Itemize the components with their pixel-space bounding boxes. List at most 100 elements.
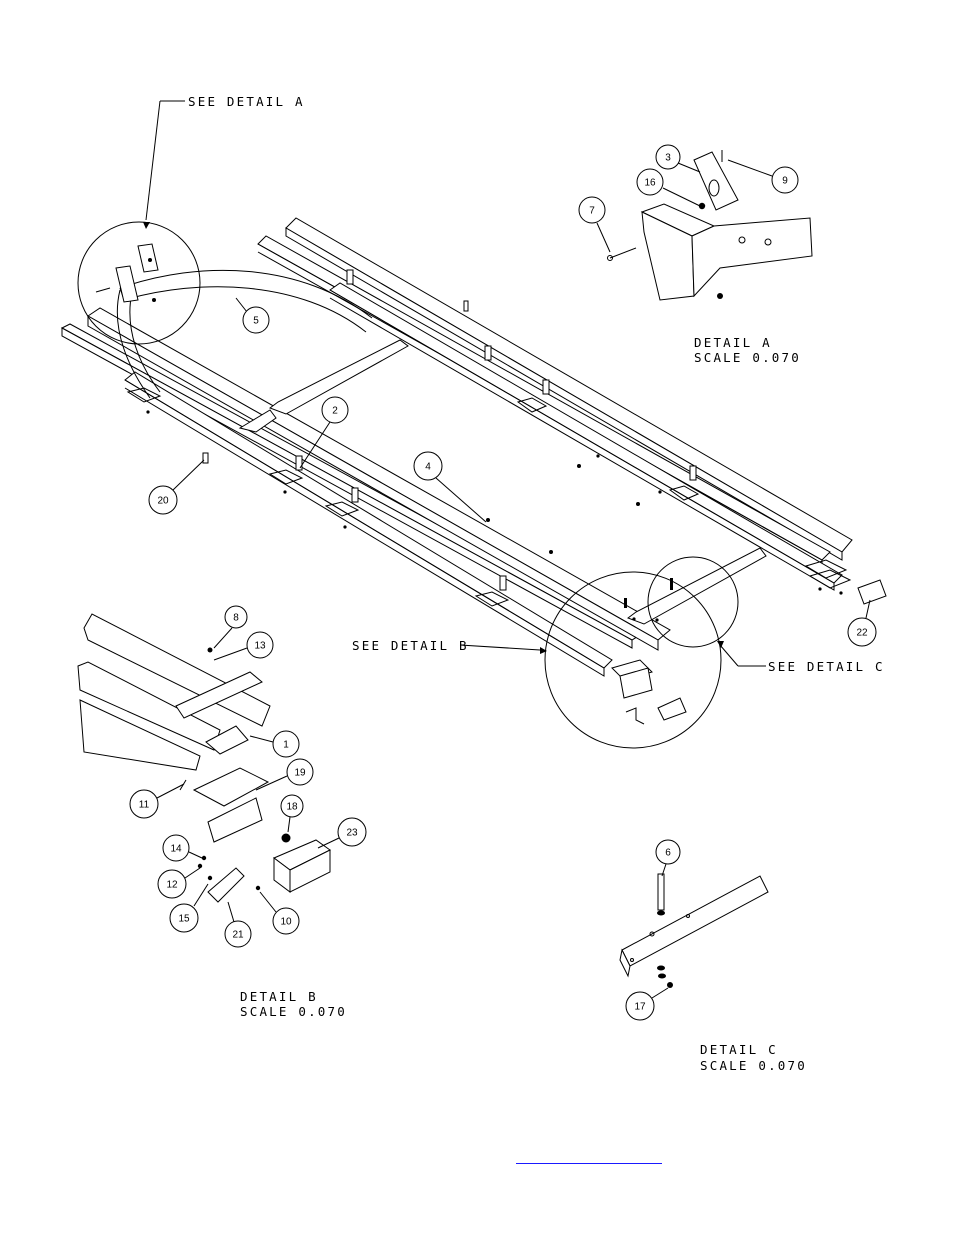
balloon-leader-12	[184, 867, 201, 879]
balloon-circle-21	[224, 920, 252, 948]
balloon-leader-10	[259, 891, 277, 913]
balloon-number-21: 21	[232, 930, 244, 941]
balloon-7: 7	[578, 196, 611, 253]
balloon-18: 18	[280, 794, 304, 833]
balloon-leader-13	[213, 647, 248, 661]
balloon-17: 17	[625, 987, 669, 1021]
balloon-leader-22	[865, 599, 871, 619]
detail-b-title: DETAIL B	[240, 989, 318, 1004]
balloon-circle-10	[272, 907, 300, 935]
balloon-6: 6	[655, 839, 681, 877]
balloon-number-19: 19	[294, 768, 306, 779]
balloon-circle-19	[286, 758, 314, 786]
detail-c-drawing	[619, 873, 769, 988]
balloon-leader-11	[156, 783, 185, 799]
balloon-15: 15	[169, 883, 209, 933]
see-detail-a-label: SEE DETAIL A	[188, 94, 305, 109]
balloon-number-3: 3	[665, 153, 671, 164]
balloon-leader-5	[235, 297, 248, 313]
detail-b-scale: SCALE 0.070	[240, 1004, 347, 1019]
balloon-leader-2	[299, 421, 331, 469]
balloon-12: 12	[157, 867, 201, 899]
balloon-circle-20	[148, 485, 178, 515]
balloon-leader-9	[727, 159, 773, 177]
balloon-circle-16	[636, 168, 664, 196]
balloon-leader-7	[596, 222, 611, 253]
balloon-number-7: 7	[589, 206, 595, 217]
balloon-number-12: 12	[166, 880, 178, 891]
balloon-circle-7	[578, 196, 606, 224]
balloon-leader-20	[172, 459, 205, 491]
balloon-circle-13	[246, 631, 274, 659]
balloon-3: 3	[655, 144, 701, 173]
balloon-4: 4	[413, 451, 487, 523]
balloon-leader-14	[188, 851, 203, 859]
balloon-leader-21	[227, 901, 235, 923]
detail-c-title: DETAIL C	[700, 1042, 778, 1057]
balloon-19: 19	[255, 758, 314, 791]
balloon-8: 8	[213, 605, 248, 649]
balloon-16: 16	[636, 168, 701, 207]
balloon-number-17: 17	[634, 1002, 646, 1013]
balloon-number-4: 4	[425, 462, 431, 473]
balloon-leader-3	[677, 162, 701, 173]
balloon-5: 5	[235, 297, 270, 334]
balloon-circle-11	[129, 789, 159, 819]
balloon-number-11: 11	[139, 800, 150, 811]
balloon-number-18: 18	[286, 802, 298, 813]
balloon-number-10: 10	[280, 917, 292, 928]
balloon-circle-5	[242, 306, 270, 334]
balloon-circle-4	[413, 451, 443, 481]
balloon-circle-22	[847, 617, 877, 647]
page-link[interactable]	[516, 1149, 662, 1164]
balloon-2: 2	[299, 396, 349, 469]
balloon-circle-23	[337, 817, 367, 847]
detail-c-scale: SCALE 0.070	[700, 1058, 807, 1073]
balloon-number-16: 16	[644, 178, 656, 189]
detail-b-drawing	[77, 613, 331, 903]
balloon-circle-8	[224, 605, 248, 629]
balloon-leader-17	[651, 987, 669, 999]
balloon-23: 23	[317, 817, 367, 849]
balloon-circle-2	[321, 396, 349, 424]
balloon-1: 1	[249, 730, 300, 758]
balloon-circle-17	[625, 991, 655, 1021]
balloon-20: 20	[148, 459, 205, 515]
detail-a-scale: SCALE 0.070	[694, 350, 801, 365]
balloon-leader-8	[213, 627, 233, 649]
balloon-circle-9	[771, 166, 799, 194]
balloon-leader-18	[287, 816, 291, 833]
balloon-number-9: 9	[782, 176, 788, 187]
balloon-number-20: 20	[157, 496, 169, 507]
balloon-number-15: 15	[178, 914, 190, 925]
balloon-leader-4	[435, 477, 487, 523]
balloon-leader-15	[193, 883, 209, 907]
balloon-leader-1	[249, 735, 274, 743]
balloon-number-5: 5	[253, 316, 259, 327]
balloon-21: 21	[224, 901, 252, 948]
balloon-leader-19	[255, 775, 288, 791]
balloon-circle-14	[162, 834, 190, 862]
balloon-leader-6	[661, 863, 667, 877]
balloon-number-6: 6	[665, 848, 671, 859]
balloon-circle-6	[655, 839, 681, 865]
balloon-9: 9	[727, 159, 799, 194]
detail-a-drawing	[607, 150, 813, 301]
balloon-number-1: 1	[283, 740, 289, 751]
balloon-circle-3	[655, 144, 681, 170]
see-detail-b-label: SEE DETAIL B	[352, 638, 469, 653]
balloon-circle-1	[272, 730, 300, 758]
detail-a-title: DETAIL A	[694, 335, 772, 350]
balloon-14: 14	[162, 834, 203, 862]
balloon-circle-15	[169, 903, 199, 933]
balloon-number-2: 2	[332, 406, 338, 417]
balloon-number-13: 13	[254, 641, 266, 652]
balloon-number-22: 22	[856, 628, 868, 639]
trailer-frame	[60, 217, 887, 749]
balloon-13: 13	[213, 631, 274, 661]
balloon-10: 10	[259, 891, 300, 935]
balloon-number-8: 8	[233, 613, 239, 624]
balloon-22: 22	[847, 599, 877, 647]
